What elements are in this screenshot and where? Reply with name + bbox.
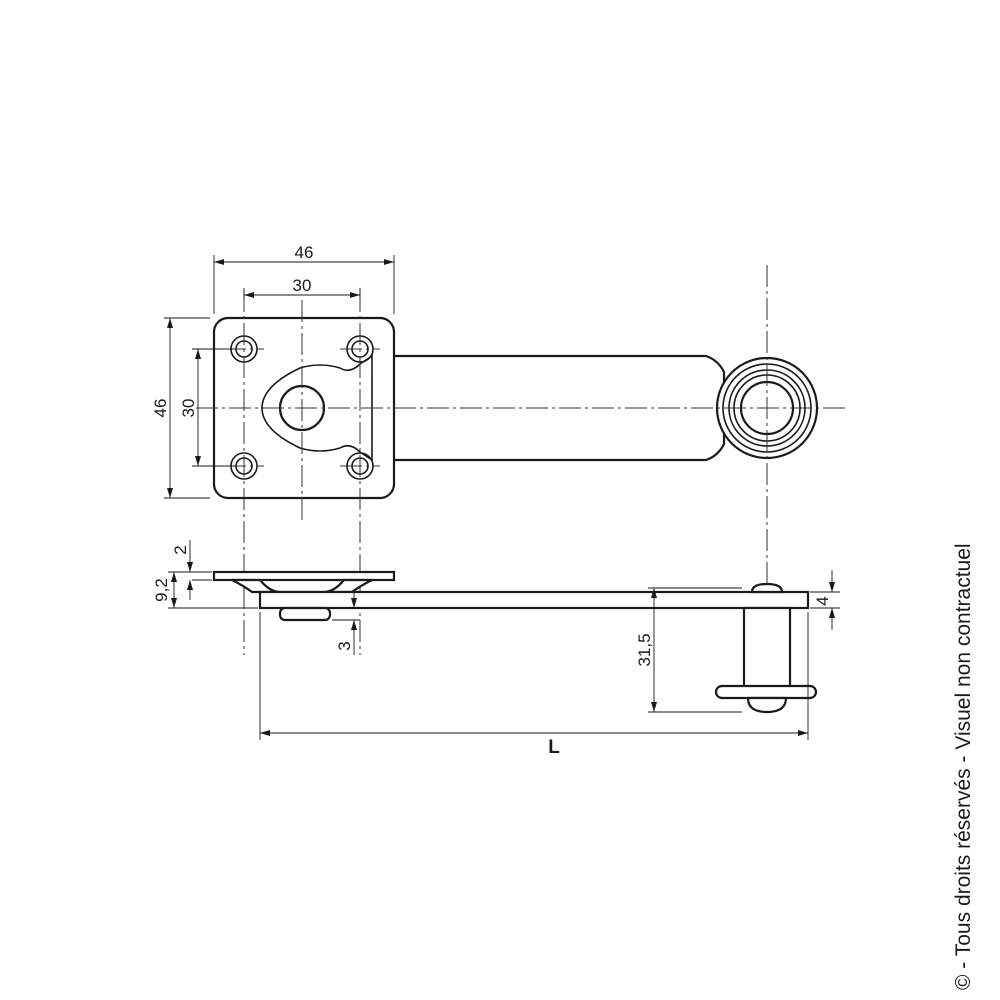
- plate-side: [212, 570, 396, 582]
- dim-hole-spacing-x: 30: [293, 276, 312, 295]
- hub-side: [231, 578, 373, 594]
- dim-length: L: [548, 737, 560, 758]
- copyright-notice: © - Tous droits réservés - Visuel non co…: [952, 543, 975, 990]
- roller-cap-side: [750, 582, 784, 594]
- dim-plate-thickness: 2: [171, 545, 190, 554]
- dim-hole-spacing-y: 30: [179, 399, 198, 418]
- dim-total-height: 9,2: [152, 578, 171, 602]
- dimensions: 46 30 46 30 2 9,2 3 31,5: [151, 243, 840, 758]
- dim-plate-width: 46: [295, 243, 314, 262]
- boss-side: [278, 606, 332, 622]
- dim-boss-height: 3: [335, 641, 354, 650]
- dim-plate-height: 46: [151, 399, 170, 418]
- side-view: [212, 570, 818, 714]
- arm-side: [258, 590, 810, 610]
- dim-arm-thickness: 4: [813, 596, 832, 605]
- pin-end-side: [746, 696, 788, 714]
- pin-flange-side: [714, 684, 818, 700]
- dim-pin-length: 31,5: [635, 633, 654, 666]
- pin-side: [742, 606, 792, 690]
